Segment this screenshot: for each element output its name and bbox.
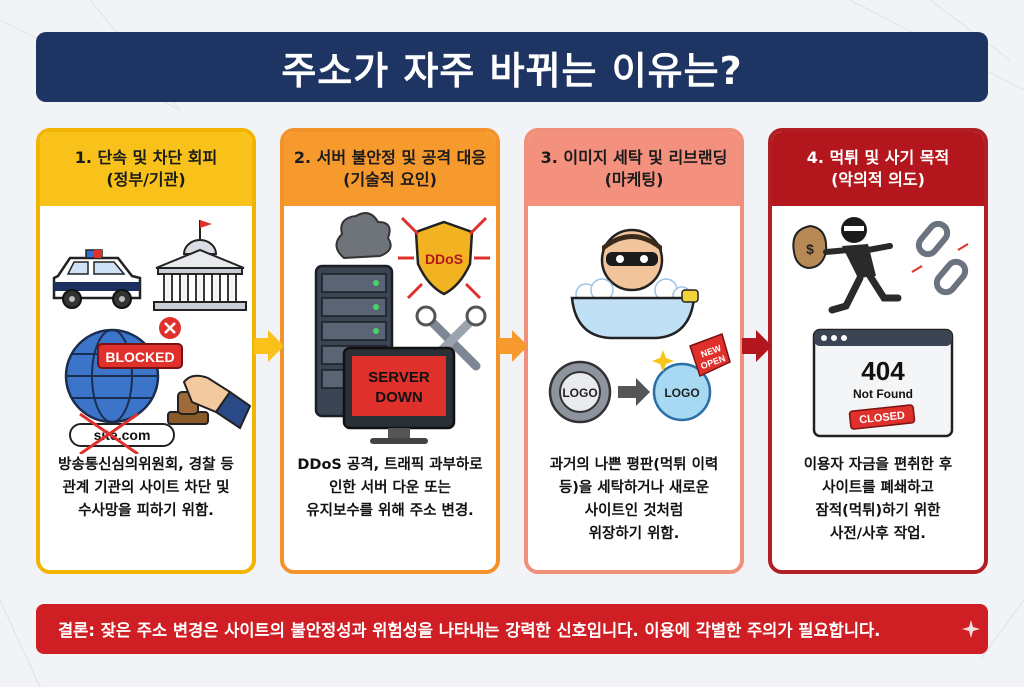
card-blocking-evasion: 1. 단속 및 차단 회피 (정부/기관) (36, 128, 256, 574)
card-description: 이용자 자금을 편취한 후 사이트를 폐쇄하고 잠적(먹튀)하기 위한 사전/사… (772, 454, 984, 546)
conclusion-text: 결론: 잦은 주소 변경은 사이트의 불안정성과 위험성을 나타내는 강력한 신… (58, 621, 881, 640)
card-server-instability: 2. 서버 불안정 및 공격 대응 (기술적 요인) DDoS (280, 128, 500, 574)
card-image-laundering: 3. 이미지 세탁 및 리브랜딩 (마케팅) LOGO (524, 128, 744, 574)
server-down-line1: SERVER (368, 369, 430, 386)
stamp-hand-icon (167, 374, 252, 430)
closed-label: CLOSED (859, 410, 906, 427)
gear-logo-icon: LOGO (548, 360, 612, 424)
broken-chain-icon (911, 220, 969, 296)
desc-line: 유지보수를 위해 주소 변경. (306, 503, 474, 519)
card-heading-line1: 2. 서버 불안정 및 공격 대응 (293, 148, 487, 167)
title-text: 주소가 자주 바뀌는 이유는? (281, 48, 743, 93)
desc-line: 사이트를 폐쇄하고 (822, 480, 934, 496)
desc-line: 등)을 세탁하거나 새로운 (558, 480, 710, 496)
desc-line: 위장하기 위함. (588, 526, 680, 542)
desc-line: DDoS 공격, 트래픽 과부하로 (297, 457, 483, 473)
desc-line: 이용자 자금을 편취한 후 (803, 457, 953, 473)
desc-line: 인한 서버 다운 또는 (329, 480, 451, 496)
desc-line: 사전/사후 작업. (830, 526, 926, 542)
smoke-icon (335, 212, 392, 260)
card-illustration: DDoS SERVER DOWN (284, 206, 496, 454)
card-illustration: BLOCKED site.com (40, 206, 252, 454)
card-heading-line2: (기술적 요인) (343, 170, 437, 189)
desc-line: 관계 기관의 사이트 차단 및 (62, 480, 230, 496)
police-car-icon (52, 249, 142, 309)
blocked-globe-icon: BLOCKED (64, 317, 183, 424)
desc-line: 잠적(먹튀)하기 위한 (815, 503, 941, 519)
card-heading: 1. 단속 및 차단 회피 (정부/기관) (40, 132, 252, 206)
browser-404-icon: 404 Not Found CLOSED (812, 328, 954, 438)
server-down-line2: DOWN (375, 389, 423, 406)
card-heading-line1: 4. 먹튀 및 사기 목적 (806, 148, 950, 167)
new-logo-icon: LOGO NEW OPEN (652, 333, 731, 422)
logo-new-label: LOGO (664, 386, 699, 400)
error-code: 404 (861, 356, 905, 386)
site-label: site.com (94, 427, 151, 443)
svg-text:$: $ (806, 241, 814, 257)
card-description: DDoS 공격, 트래픽 과부하로 인한 서버 다운 또는 유지보수를 위해 주… (284, 454, 496, 523)
card-illustration: LOGO LOGO NEW OPEN (528, 206, 740, 454)
card-fraud: 4. 먹튀 및 사기 목적 (악의적 의도) $ (768, 128, 988, 574)
desc-line: 방송통신심의위원회, 경찰 등 (58, 457, 234, 473)
card-illustration: $ 404 Not Found CLOSED (772, 206, 984, 454)
card-description: 과거의 나쁜 평판(먹튀 이력 등)을 세탁하거나 새로운 사이트인 것처럼 위… (528, 454, 740, 546)
desc-line: 과거의 나쁜 평판(먹튀 이력 (549, 457, 719, 473)
card-heading-line1: 3. 이미지 세탁 및 리브랜딩 (540, 148, 728, 167)
conclusion-banner: 결론: 잦은 주소 변경은 사이트의 불안정성과 위험성을 나타내는 강력한 신… (36, 604, 988, 654)
not-found-label: Not Found (853, 387, 913, 401)
ddos-label: DDoS (425, 251, 463, 267)
monitor-icon: SERVER DOWN (342, 346, 456, 444)
card-description: 방송통신심의위원회, 경찰 등 관계 기관의 사이트 차단 및 수사망을 피하기… (40, 454, 252, 523)
ddos-shield-icon: DDoS (398, 216, 490, 300)
masked-person-bath-icon (570, 228, 699, 340)
card-heading-line2: (마케팅) (604, 170, 664, 189)
desc-line: 사이트인 것처럼 (584, 503, 684, 519)
sparkle-icon (962, 620, 980, 638)
desc-line: 수사망을 피하기 위함. (78, 503, 214, 519)
arrow-right-icon (618, 378, 650, 406)
government-building-icon (153, 220, 247, 311)
arrow-2-to-3 (498, 330, 528, 362)
card-heading-line1: 1. 단속 및 차단 회피 (74, 148, 218, 167)
card-heading: 4. 먹튀 및 사기 목적 (악의적 의도) (772, 132, 984, 206)
arrow-3-to-4 (742, 330, 772, 362)
site-address-bar: site.com (69, 412, 175, 454)
page-title: 주소가 자주 바뀌는 이유는? (36, 32, 988, 102)
card-heading-line2: (악의적 의도) (831, 170, 925, 189)
thief-icon: $ (792, 217, 902, 314)
card-heading-line2: (정부/기관) (106, 170, 186, 189)
logo-old-label: LOGO (562, 386, 597, 400)
card-heading: 3. 이미지 세탁 및 리브랜딩 (마케팅) (528, 132, 740, 206)
blocked-label: BLOCKED (105, 349, 174, 365)
card-heading: 2. 서버 불안정 및 공격 대응 (기술적 요인) (284, 132, 496, 206)
arrow-1-to-2 (254, 330, 284, 362)
